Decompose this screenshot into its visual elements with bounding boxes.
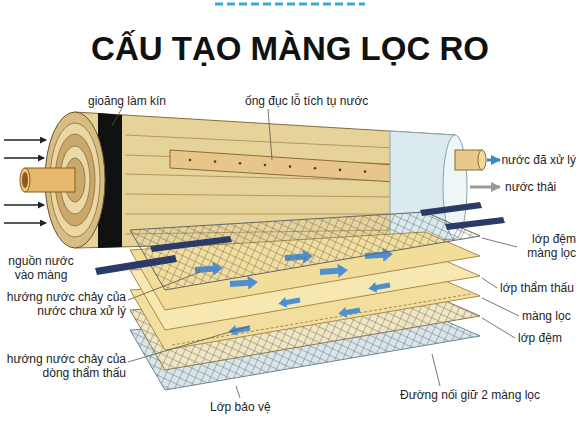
callout-label: nguồn nước vào màng [4,254,78,282]
leader-lines [268,109,272,160]
callout-label: lớp đệm màng lọc [518,232,576,260]
perforated-tube [289,165,292,168]
perforated-tube [189,159,192,162]
callout-label: lớp đệm [518,331,562,345]
perforated-tube [214,160,217,163]
callout-label: màng lọc [522,309,571,323]
feed-arrows [4,222,46,224]
callout-label: hướng nước chảy của nước chưa xử lý [4,290,126,318]
leader-lines [482,318,515,338]
outlet-arrows [487,159,500,162]
leader-lines [112,108,519,398]
wound-layers [125,194,395,197]
flow-arrows [277,295,301,310]
product-pipe [455,150,486,170]
product-pipe [478,150,486,170]
perforated-tube [239,162,242,165]
spacer-bars [95,255,177,275]
leader-lines [236,386,240,398]
outlet-arrows [470,186,500,189]
outlet-arrows [470,160,500,187]
top-spacer-mesh [130,212,480,290]
feed-arrows [4,157,44,159]
inlet-pipe [22,172,28,188]
callout-label: hướng nước chảy của dòng thẩm thấu [4,352,126,380]
callout-label: lớp thẩm thấu [500,281,574,295]
perforated-tube [170,150,395,182]
inlet-pipe [25,168,75,192]
callout-label: Đường nối giữ 2 màng lọc [400,388,540,402]
flow-arrows [320,263,349,279]
flow-arrows [337,305,361,320]
inlet-pipe [20,168,75,192]
feed-arrows [4,204,44,206]
leader-lines [112,108,122,126]
callout-label: nước đã xử lý [501,153,576,167]
leader-lines [128,272,200,300]
top-spacer-mesh [130,212,480,290]
perforated-tube [264,164,267,167]
callout-label: gioăng làm kín [88,94,166,108]
wound-layers [125,214,395,215]
feed-arrows [4,139,46,141]
feed-arrows [4,140,46,223]
perforated-tube [314,167,317,170]
perforated-tube [339,169,342,172]
callout-label: ống đục lỗ tích tụ nước [245,94,368,108]
flow-arrows [227,323,251,338]
diagram-title: CẤU TẠO MÀNG LỌC RO [0,30,580,68]
leader-lines [482,238,517,247]
inlet-pipe [20,168,30,192]
header-dash [215,4,365,5]
leader-lines [128,326,250,362]
flow-arrows [367,280,391,295]
header-dash [215,3,365,6]
leader-lines [482,298,519,316]
perforated-tube [364,170,367,173]
perforated-tube [170,150,395,182]
spacer-bars [150,236,232,252]
spacer-bars [95,202,505,275]
spacer-bars [420,202,482,216]
leader-lines [482,278,497,288]
callout-label: nước thải [505,180,556,194]
leader-lines [432,354,440,386]
spacer-bars [445,217,505,230]
wound-layers [125,135,395,148]
callout-label: Lớp bảo vệ [210,400,271,414]
